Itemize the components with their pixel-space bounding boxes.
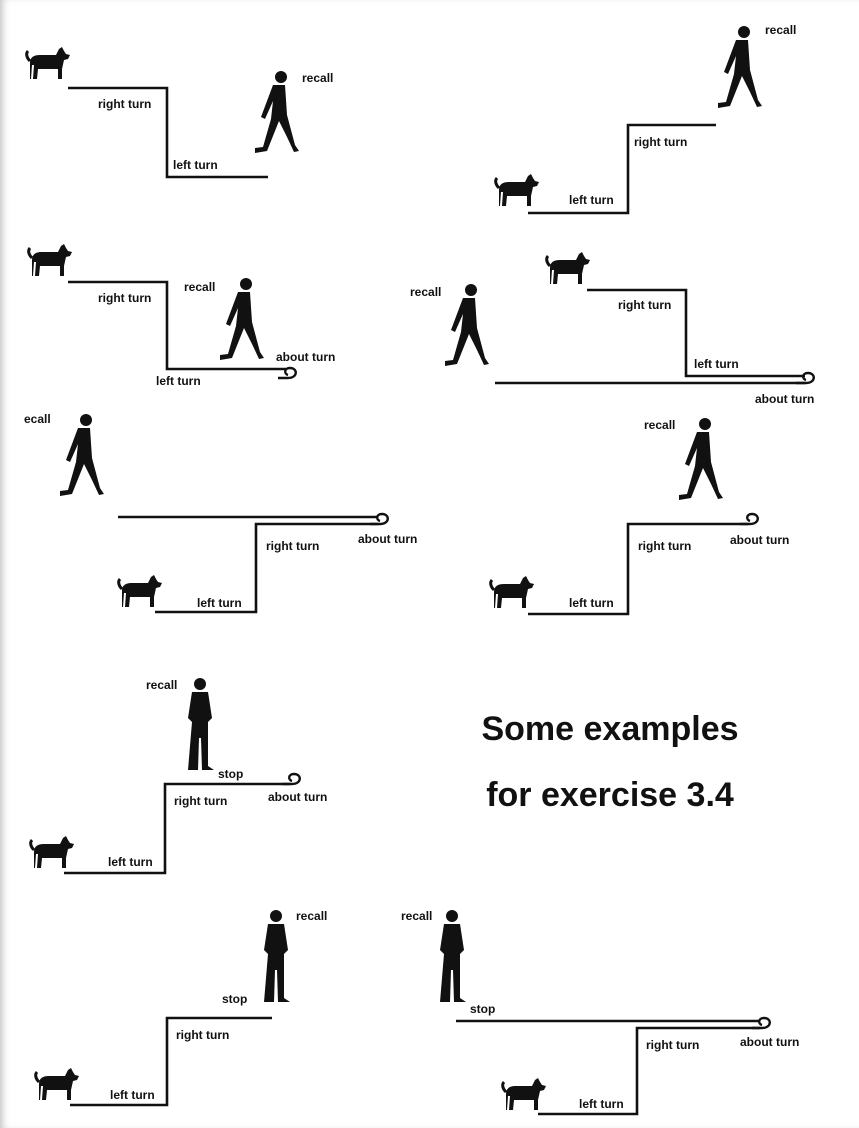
dog-icon	[117, 573, 164, 609]
diagram-5: ecall left turn right turn about turn	[24, 412, 417, 614]
label-stop: stop	[470, 1002, 495, 1016]
label-left-turn: left turn	[197, 596, 242, 610]
label-recall: recall	[296, 909, 327, 923]
label-about-turn: about turn	[740, 1035, 799, 1049]
diagram-4: right turn left turn about turn recall	[410, 250, 815, 406]
label-left-turn: left turn	[173, 158, 218, 172]
dog-icon	[25, 45, 72, 81]
label-right-turn: right turn	[98, 97, 151, 111]
walk-path	[538, 1026, 760, 1116]
walking-person-icon	[220, 278, 264, 360]
standing-person-icon	[188, 678, 214, 770]
walk-path	[68, 86, 268, 179]
walking-person-icon	[679, 418, 723, 500]
dog-icon	[545, 250, 592, 286]
label-recall: recall	[410, 285, 441, 299]
label-right-turn: right turn	[176, 1028, 229, 1042]
label-recall: recall	[765, 23, 796, 37]
label-right-turn: right turn	[646, 1038, 699, 1052]
dog-icon	[494, 172, 541, 208]
walking-person-icon	[60, 414, 104, 496]
label-about-turn: about turn	[730, 533, 789, 547]
label-left-turn: left turn	[156, 374, 201, 388]
label-recall: recall	[401, 909, 432, 923]
diagram-3: right turn left turn recall about turn	[27, 242, 335, 388]
dog-icon	[501, 1076, 548, 1112]
diagram-6: recall left turn right turn about turn	[489, 418, 789, 616]
dog-icon	[34, 1066, 81, 1102]
label-about-turn: about turn	[276, 350, 335, 364]
about-turn-loop-icon	[368, 512, 389, 526]
label-about-turn: about turn	[268, 790, 327, 804]
diagram-1: right turn left turn recall	[25, 45, 333, 179]
label-recall: recall	[146, 678, 177, 692]
walk-path	[528, 123, 716, 215]
label-recall: ecall	[24, 412, 51, 426]
dog-icon	[27, 242, 74, 278]
diagram-9: recall stop left turn right turn about t…	[401, 909, 799, 1116]
label-right-turn: right turn	[638, 539, 691, 553]
label-about-turn: about turn	[358, 532, 417, 546]
walking-person-icon	[255, 71, 299, 153]
walk-path	[64, 782, 290, 875]
about-turn-loop-icon	[738, 512, 759, 526]
walk-path	[68, 280, 286, 371]
diagram-8: recall stop left turn right turn	[34, 909, 327, 1107]
about-turn-loop-icon	[794, 371, 815, 385]
label-left-turn: left turn	[569, 596, 614, 610]
label-right-turn: right turn	[618, 298, 671, 312]
standing-person-icon	[264, 910, 290, 1002]
walking-person-icon	[445, 284, 489, 366]
label-stop: stop	[222, 992, 247, 1006]
walk-path	[155, 522, 378, 614]
label-left-turn: left turn	[569, 193, 614, 207]
diagram-2: left turn right turn recall	[494, 23, 796, 215]
diagram-7: recall stop left turn right turn about t…	[29, 678, 327, 875]
title-line-2: for exercise 3.4	[486, 776, 734, 814]
walk-path	[70, 1016, 272, 1107]
about-turn-loop-icon	[750, 1016, 771, 1030]
walk-path	[587, 288, 805, 378]
dog-icon	[29, 834, 76, 870]
label-right-turn: right turn	[634, 135, 687, 149]
label-recall: recall	[184, 280, 215, 294]
label-right-turn: right turn	[266, 539, 319, 553]
dog-icon	[489, 574, 536, 610]
label-left-turn: left turn	[694, 357, 739, 371]
label-right-turn: right turn	[98, 291, 151, 305]
walking-person-icon	[718, 26, 762, 108]
label-recall: recall	[302, 71, 333, 85]
label-right-turn: right turn	[174, 794, 227, 808]
label-left-turn: left turn	[108, 855, 153, 869]
title-line-1: Some examples	[481, 710, 739, 748]
walk-path	[528, 522, 748, 616]
about-turn-loop-icon	[280, 772, 301, 786]
label-about-turn: about turn	[755, 392, 814, 406]
label-recall: recall	[644, 418, 675, 432]
label-stop: stop	[218, 767, 243, 781]
label-left-turn: left turn	[579, 1097, 624, 1111]
label-left-turn: left turn	[110, 1088, 155, 1102]
standing-person-icon	[440, 910, 466, 1002]
